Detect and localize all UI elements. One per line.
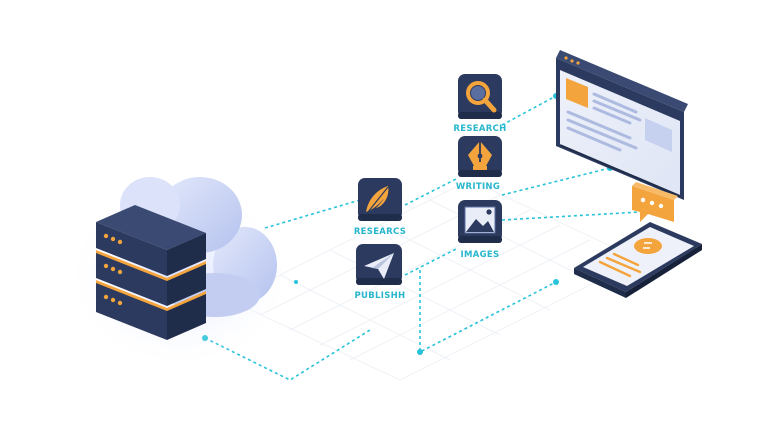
server-rack-icon	[96, 205, 206, 340]
images-label: IMAGES	[461, 250, 500, 260]
research-label: RESEARCH	[453, 124, 506, 134]
connector-research-browser	[501, 95, 557, 126]
connector-images-phone	[501, 211, 641, 221]
writing-label: WRITING	[456, 182, 500, 192]
feather-icon	[366, 186, 389, 213]
publish-tile: PUBLISHH	[355, 244, 406, 301]
browser-window-icon	[556, 50, 688, 200]
researcs-label: RESEARCS	[354, 227, 406, 237]
smartphone-icon	[574, 222, 702, 298]
image-icon	[464, 206, 496, 234]
research-tile: RESEARCH	[453, 74, 506, 134]
publish-label: PUBLISHH	[355, 291, 406, 301]
magnifier-icon	[466, 81, 497, 113]
pen-nib-icon	[468, 141, 492, 170]
researcs-tile: RESEARCS	[354, 178, 406, 237]
chat-bubble-icon	[632, 182, 678, 222]
connector-researcs-writing	[404, 177, 459, 206]
images-tile: IMAGES	[458, 200, 502, 260]
paper-plane-icon	[364, 253, 394, 279]
connector-images-down	[419, 270, 557, 354]
connector-writing-browser	[501, 167, 611, 196]
writing-tile: WRITING	[456, 136, 502, 192]
connector-server-researcs	[264, 199, 361, 229]
background-grid	[228, 179, 642, 381]
connector-publish-images	[404, 247, 459, 276]
